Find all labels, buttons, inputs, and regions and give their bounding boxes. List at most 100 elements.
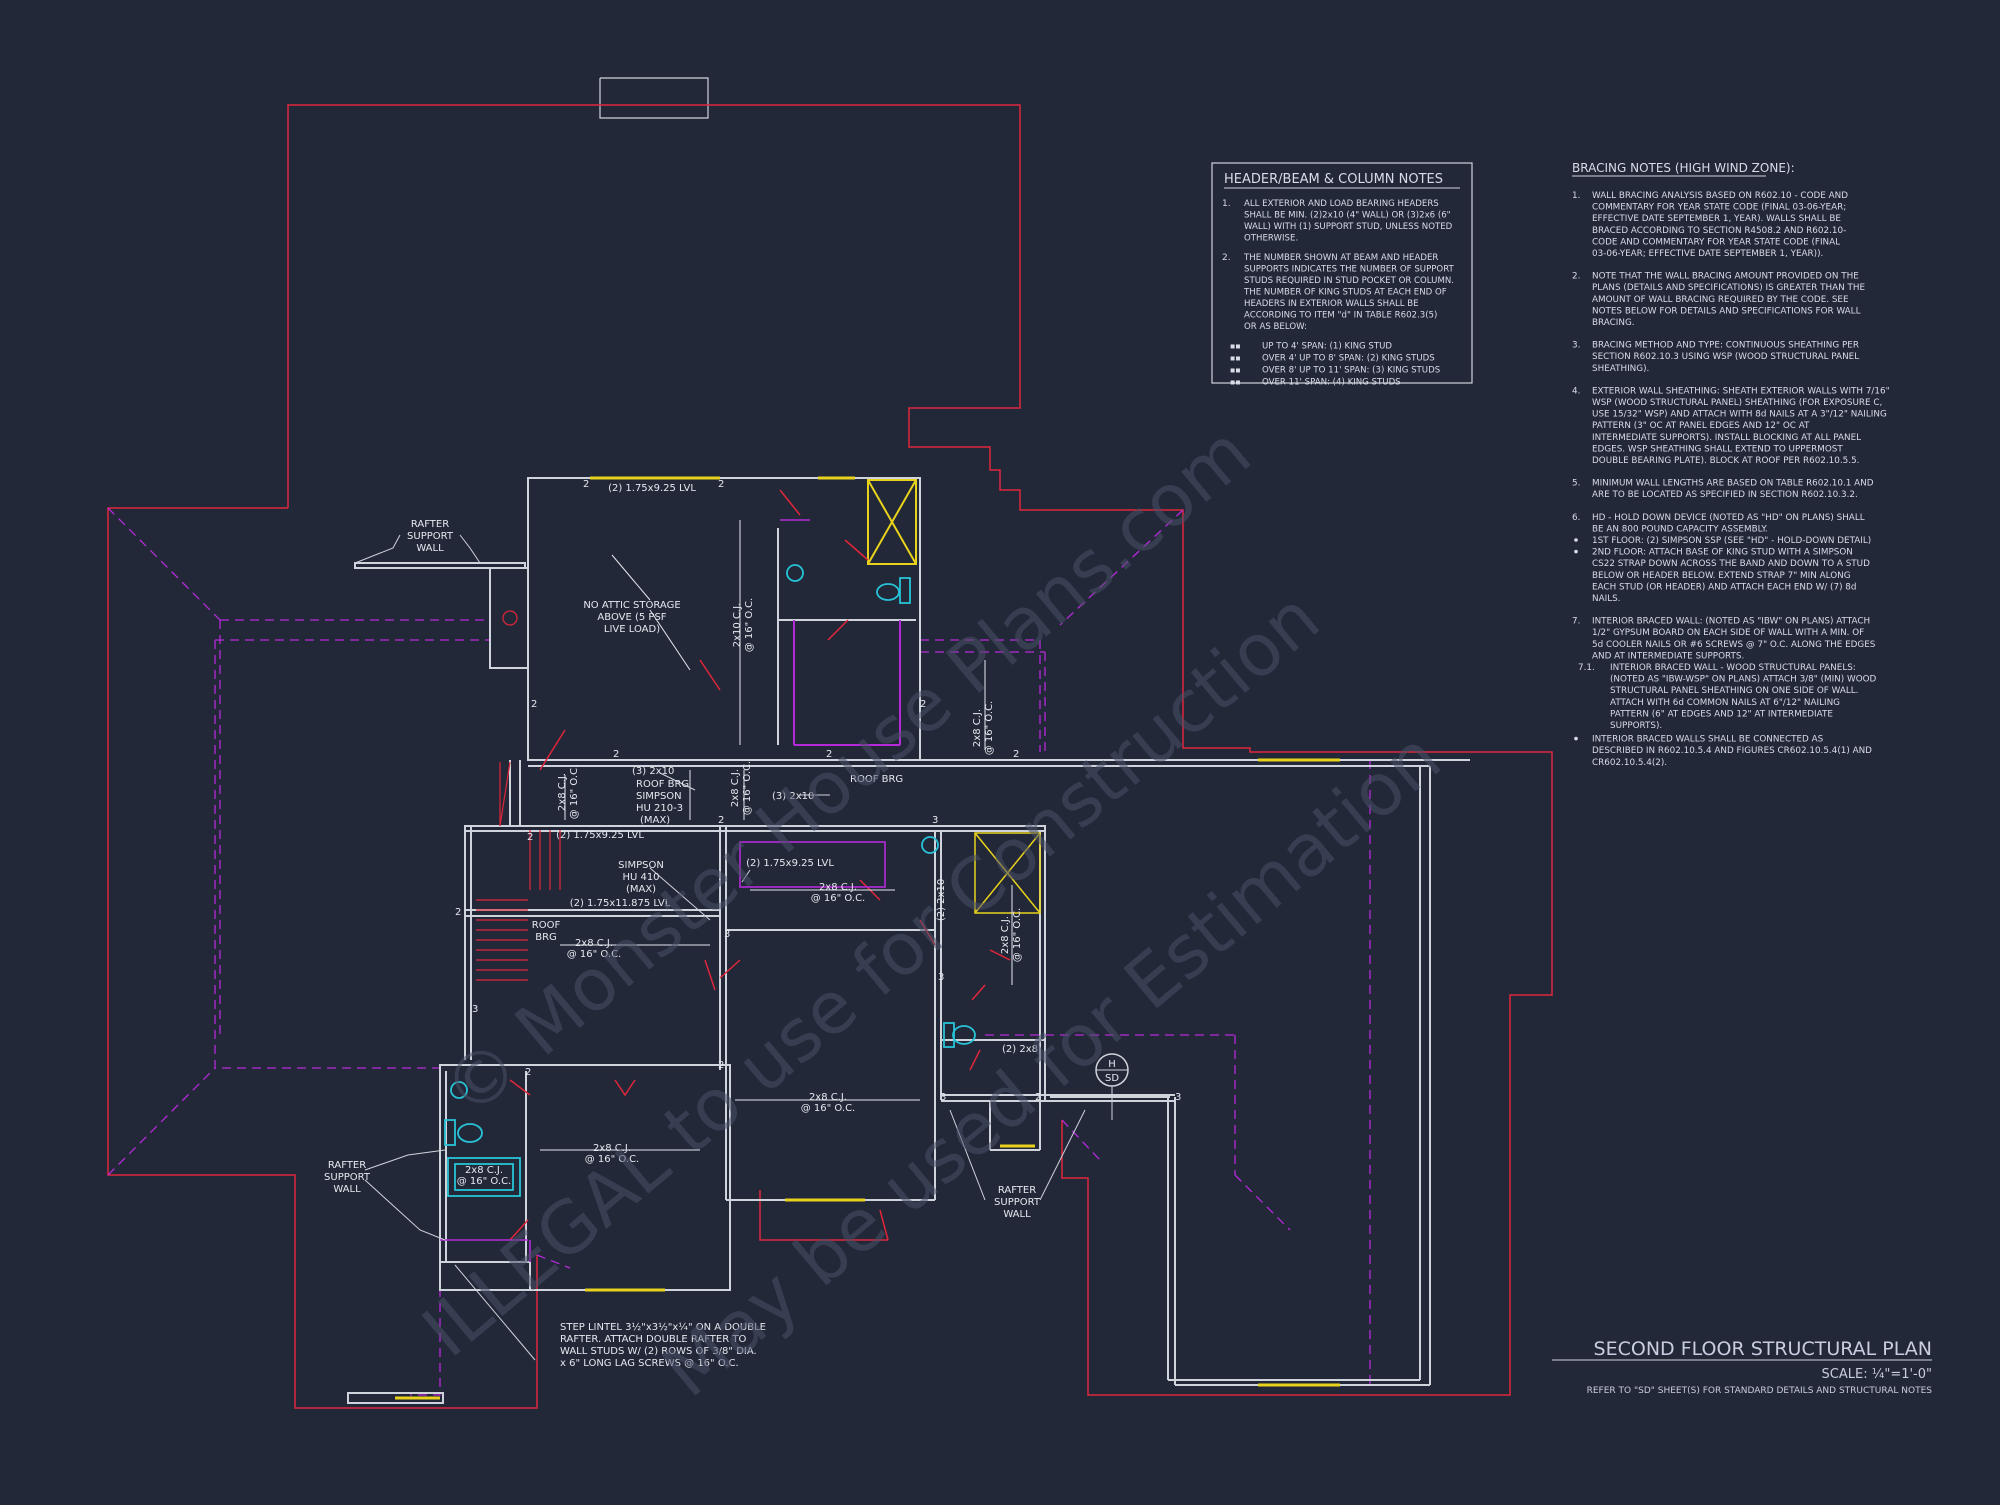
beam-stair-label: (2) 1.75x11.875 LVL <box>570 898 671 909</box>
svg-text:SUPPORT: SUPPORT <box>324 1172 371 1183</box>
bracing-note-line: USE 15/32" WSP) AND ATTACH WITH 8d NAILS… <box>1592 410 1887 420</box>
bracing-note-line: SECTION R602.10.3 USING WSP (WOOD STRUCT… <box>1592 352 1859 362</box>
header-note-line: WALL) WITH (1) SUPPORT STUD, UNLESS NOTE… <box>1244 222 1453 232</box>
svg-text:2: 2 <box>527 832 533 843</box>
bracing-sub-line: BELOW OR HEADER BELOW. EXTEND STRAP 7" M… <box>1592 571 1851 581</box>
bracing-note-number: 6. <box>1572 513 1580 523</box>
roof-brg-stack: (3) 2x10 ROOF BRG SIMPSON HU 210-3 (MAX) <box>632 766 689 826</box>
bracing-note-line: NOTES BELOW FOR DETAILS AND SPECIFICATIO… <box>1592 306 1861 316</box>
svg-text:3: 3 <box>724 929 730 940</box>
windows <box>395 476 1340 1400</box>
bracing-notes-body: 1. WALL BRACING ANALYSIS BASED ON R602.10… <box>1572 191 1890 768</box>
svg-text:2: 2 <box>455 907 461 918</box>
svg-text:3: 3 <box>1175 1092 1181 1103</box>
header-note-bullet: OVER 8' UP TO 11' SPAN: (3) KING STUDS <box>1262 366 1440 376</box>
svg-text:2: 2 <box>525 1067 531 1078</box>
svg-text:(MAX): (MAX) <box>626 884 656 895</box>
header-note-line: SHALL BE MIN. (2)2x10 (4" WALL) OR (3)2x… <box>1244 211 1451 221</box>
header-note-number: 2. <box>1222 253 1231 263</box>
bracing-note-line: WALL BRACING ANALYSIS BASED ON R602.10 -… <box>1592 191 1848 201</box>
bracing-note-line: CR602.10.5.4(2). <box>1592 758 1667 768</box>
cj-stair-left: 2x8 C.J. @ 16" O.C. <box>557 765 580 820</box>
bracing-note-number: 4. <box>1572 386 1580 396</box>
bracing-sub-line: CS22 STRAP DOWN ACROSS THE BAND AND DOWN… <box>1592 559 1870 569</box>
leader-lines <box>354 534 1086 1361</box>
roof-brg-right-label: ROOF BRG <box>850 774 903 785</box>
svg-text:2: 2 <box>531 699 537 710</box>
cj-mid-stair: 2x8 C.J. @ 16" O.C. <box>567 938 622 960</box>
stair <box>476 761 561 981</box>
svg-text:(2) 2x10: (2) 2x10 <box>936 879 947 921</box>
bracing-note-number: 1. <box>1572 191 1580 201</box>
rafter-support-top: RAFTER SUPPORT WALL <box>407 519 454 554</box>
bracing-note-line: BRACED ACCORDING TO SECTION R4508.2 AND … <box>1592 226 1846 236</box>
beam-mid-right-label: (2) 1.75x9.25 LVL <box>746 858 834 869</box>
bullet-dot <box>1574 538 1578 542</box>
svg-text:2x8 C.J.: 2x8 C.J. <box>819 882 857 893</box>
svg-text:2x8 C.J.: 2x8 C.J. <box>575 938 613 949</box>
svg-text:2x8 C.J.: 2x8 C.J. <box>972 709 983 747</box>
attic-note: NO ATTIC STORAGE ABOVE (5 PSF LIVE LOAD) <box>583 600 680 635</box>
plan-labels: RAFTER SUPPORT WALL RAFTER SUPPORT WALL … <box>324 483 1041 1369</box>
svg-text:@ 16" O.C.: @ 16" O.C. <box>567 949 622 960</box>
bracing-notes-title: BRACING NOTES (HIGH WIND ZONE): <box>1572 161 1795 175</box>
dimension-arrows <box>540 520 1013 1151</box>
bracing-note-line: ARE TO BE LOCATED AS SPECIFIED IN SECTIO… <box>1592 490 1858 500</box>
svg-text:2x8 C.J.: 2x8 C.J. <box>809 1092 847 1103</box>
header-note-line: ACCORDING TO ITEM "d" IN TABLE R602.3(5) <box>1244 311 1437 321</box>
bracing-note-line: EDGES. WSP SHEATHING SHALL EXTEND TO UPP… <box>1592 444 1843 454</box>
bracing-note-line: (NOTED AS "IBW-WSP" ON PLANS) ATTACH 3/8… <box>1610 675 1877 685</box>
svg-text:2: 2 <box>920 699 926 710</box>
bracing-note-line: DOUBLE BEARING PLATE). BLOCK AT ROOF PER… <box>1592 456 1859 466</box>
bullet-marker: ▪▪ <box>1230 342 1241 351</box>
svg-text:2: 2 <box>718 479 724 490</box>
closet-shelf <box>974 832 1041 914</box>
svg-text:ROOF BRG: ROOF BRG <box>636 779 689 790</box>
drawing-scale: SCALE: ¼"=1'-0" <box>1822 1367 1932 1382</box>
header-note-line: STUDS REQUIRED IN STUD POCKET OR COLUMN. <box>1244 276 1454 286</box>
bracing-sub-line: EACH STUD (OR HEADER) AND ATTACH EACH EN… <box>1592 582 1856 592</box>
bracing-note-line: 03-06-YEAR; EFFECTIVE DATE SEPTEMBER 1, … <box>1592 249 1823 259</box>
bracing-notes: BRACING NOTES (HIGH WIND ZONE): 1. WALL B… <box>1572 161 1890 768</box>
bracing-note-line: 5d COOLER NAILS OR #6 SCREWS @ 7" O.C. A… <box>1592 640 1876 650</box>
svg-text:HU 410: HU 410 <box>622 872 659 883</box>
svg-text:SUPPORT: SUPPORT <box>994 1197 1041 1208</box>
bracing-sub-line: 2ND FLOOR: ATTACH BASE OF KING STUD WITH… <box>1592 548 1853 558</box>
rafter-support-left: RAFTER SUPPORT WALL <box>324 1160 371 1195</box>
bracing-note-line: PATTERN (6" AT EDGES AND 12" AT INTERMED… <box>1610 709 1833 719</box>
bullet-marker: ▪▪ <box>1230 354 1241 363</box>
svg-text:RAFTER. ATTACH DOUBLE RAFTER T: RAFTER. ATTACH DOUBLE RAFTER TO <box>560 1334 746 1345</box>
cj-bath: 2x8 C.J. @ 16" O.C. <box>457 1165 512 1187</box>
hd-label-bottom: SD <box>1105 1073 1119 1084</box>
bracing-note-line: ATTACH WITH 6d COMMON NAILS AT 6"/12" NA… <box>1610 698 1840 708</box>
header-note-line: ALL EXTERIOR AND LOAD BEARING HEADERS <box>1244 199 1439 209</box>
bracing-note-line: CODE AND COMMENTARY FOR YEAR STATE CODE … <box>1592 237 1840 247</box>
svg-text:(3) 2x10: (3) 2x10 <box>632 766 674 777</box>
svg-text:3: 3 <box>472 1004 478 1015</box>
bracing-note-line: EXTERIOR WALL SHEATHING: SHEATH EXTERIOR… <box>1592 386 1890 396</box>
bracing-note-line: PATTERN (3" OC AT PANEL EDGES AND 12" OC… <box>1592 421 1810 431</box>
bullet-marker: ▪▪ <box>1230 378 1241 387</box>
svg-text:ROOF: ROOF <box>532 920 561 931</box>
roof-brg-left: ROOF BRG <box>532 920 561 943</box>
svg-text:@ 16" O.C.: @ 16" O.C. <box>585 1154 640 1165</box>
header-note-bullet: OVER 11' SPAN: (4) KING STUDS <box>1262 378 1401 388</box>
bracing-note-line: AMOUNT OF WALL BRACING REQUIRED BY THE C… <box>1592 295 1849 305</box>
bracing-note-line: AND AT INTERMEDIATE SUPPORTS. <box>1592 651 1744 661</box>
bracing-note-line: COMMENTARY FOR YEAR STATE CODE (FINAL 03… <box>1592 203 1846 213</box>
svg-text:@ 16" O.C.: @ 16" O.C. <box>811 893 866 904</box>
svg-text:@ 16" O.C.: @ 16" O.C. <box>1012 908 1023 963</box>
svg-text:RAFTER: RAFTER <box>411 519 449 530</box>
bracing-note-number: 7. <box>1572 617 1580 627</box>
beam-top-label: (2) 1.75x9.25 LVL <box>608 483 696 494</box>
svg-text:2x8 C.J.: 2x8 C.J. <box>557 773 568 811</box>
drawing-title: SECOND FLOOR STRUCTURAL PLAN <box>1594 1338 1932 1360</box>
svg-text:SUPPORT: SUPPORT <box>407 531 454 542</box>
cj-bedroom: 2x8 C.J. @ 16" O.C. <box>585 1143 640 1165</box>
svg-text:2x8 C.J.: 2x8 C.J. <box>465 1165 503 1176</box>
bracing-note-line: INTERMEDIATE SUPPORTS). INSTALL BLOCKING… <box>1592 433 1861 443</box>
svg-text:@ 16" O.C.: @ 16" O.C. <box>984 701 995 756</box>
svg-text:3: 3 <box>938 972 944 983</box>
